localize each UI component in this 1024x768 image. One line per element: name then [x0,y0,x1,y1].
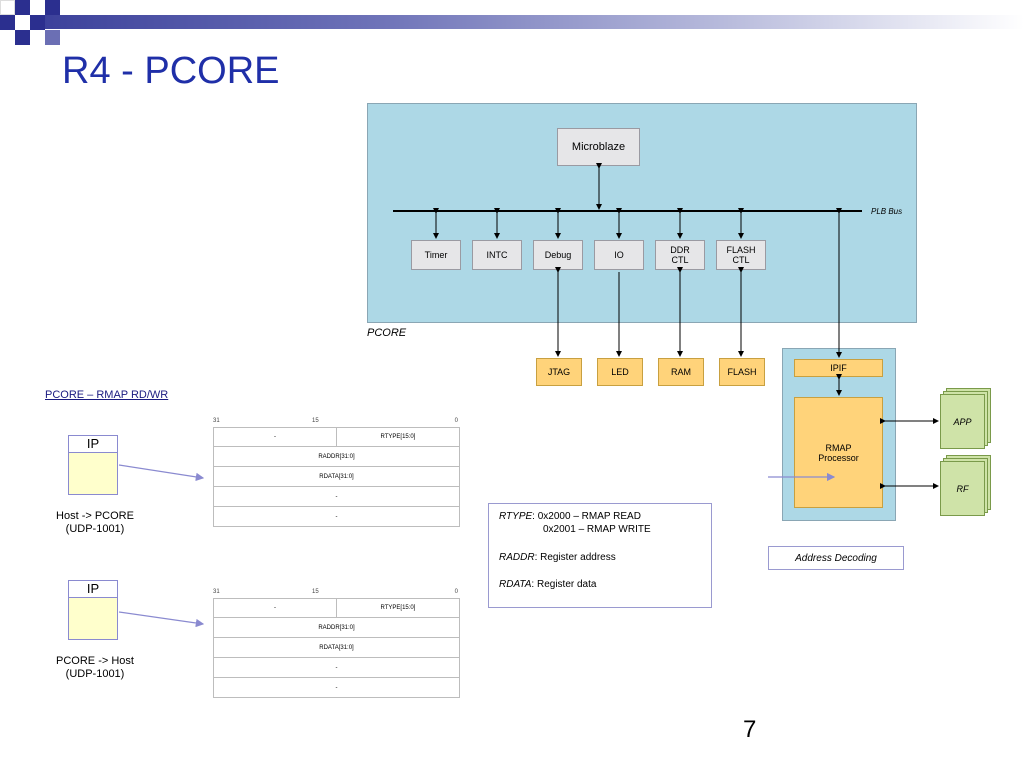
rf-label: RF [940,461,985,516]
packet-row-raddr: RADDR[31:0] [213,618,460,638]
legend-rdata-key: RDATA [499,579,532,590]
page-number: 7 [743,716,757,743]
packet-row-blank: - [213,487,460,507]
legend-rtype-value: : 0x2000 – RMAP READ [532,511,641,522]
legend-rtype-value-2: 0x2001 – RMAP WRITE [543,524,651,535]
packet-cell-rtype: RTYPE[15:0] [336,599,459,617]
peripheral-label: Debug [544,250,572,260]
packet-row-raddr: RADDR[31:0] [213,447,460,467]
external-jtag: JTAG [536,358,582,386]
address-decoding-box: Address Decoding [768,546,904,570]
bit-label-15: 15 [312,589,319,595]
peripheral-label: IO [614,250,624,260]
external-flash: FLASH [719,358,765,386]
external-label: LED [611,367,629,377]
legend-rtype-key: RTYPE [499,511,533,522]
packet-row-blank: - [213,658,460,678]
packet-row-blank-2: - [213,678,460,698]
pcore-packet-arrow [118,611,205,628]
microblaze-label: Microblaze [571,141,626,153]
host-to-pcore-caption: Host -> PCORE (UDP-1001) [40,510,150,536]
packet-format-pcore: 31 15 0 - RTYPE[15:0] RADDR[31:0] RDATA[… [213,589,460,698]
rmap-processor-label: RMAP [825,442,852,453]
slide-title: R4 - PCORE [62,50,280,92]
peripheral-label-2: CTL [671,255,689,265]
packet-row-rdata: RDATA[31:0] [213,467,460,487]
ipif-block: IPIF [794,359,883,377]
bit-label-31: 31 [213,418,220,424]
peripheral-timer: Timer [411,240,461,270]
caption-line-2: (UDP-1001) [65,668,125,680]
bit-label-0: 0 [454,418,458,424]
pcore-to-host-caption: PCORE -> Host (UDP-1001) [40,655,150,681]
bit-label-31: 31 [213,589,220,595]
microblaze-block: Microblaze [557,128,640,166]
packet-cell-rtype: RTYPE[15:0] [336,428,459,446]
rmap-rdwr-link[interactable]: PCORE – RMAP RD/WR [45,389,169,401]
bit-labels: 31 15 0 [213,589,460,598]
bit-label-15: 15 [312,418,319,424]
packet-row-header: - RTYPE[15:0] [213,598,460,618]
ip-label: IP [69,436,117,453]
bit-labels: 31 15 0 [213,418,460,427]
packet-row-rdata: RDATA[31:0] [213,638,460,658]
external-label: FLASH [727,367,757,377]
external-label: RAM [671,367,691,377]
ip-block-host: IP [68,435,118,495]
packet-row-blank-2: - [213,507,460,527]
caption-line: PCORE -> Host [56,655,134,667]
packet-format-host: 31 15 0 - RTYPE[15:0] RADDR[31:0] RDATA[… [213,418,460,527]
legend-rdata-value: : Register data [531,579,597,590]
legend-raddr-key: RADDR [499,552,535,563]
plb-bus-label: PLB Bus [871,207,903,216]
host-packet-arrow [118,464,205,482]
caption-line: Host -> PCORE [56,510,134,522]
peripheral-label: Timer [424,250,448,260]
app-label: APP [940,394,985,449]
external-ram: RAM [658,358,704,386]
packet-cell-reserved: - [274,605,276,611]
address-decoding-label: Address Decoding [795,552,877,564]
ipif-label: IPIF [830,363,847,373]
ip-block-pcore: IP [68,580,118,640]
packet-row-header: - RTYPE[15:0] [213,427,460,447]
peripheral-label-2: CTL [732,255,750,265]
peripheral-label: DDR [670,245,690,255]
caption-line-2: (UDP-1001) [65,523,125,535]
bit-label-0: 0 [454,589,458,595]
title-bar-decoration [30,15,1024,29]
field-legend: RTYPE: 0x2000 – RMAP READ 0x2001 – RMAP … [488,503,712,608]
legend-raddr-value: : Register address [534,552,616,563]
peripheral-intc: INTC [472,240,522,270]
peripheral-io: IO [594,240,644,270]
peripheral-label: INTC [486,250,508,260]
rmap-processor-label-2: Processor [818,452,859,463]
external-led: LED [597,358,643,386]
external-label: JTAG [547,367,571,377]
ip-label: IP [69,581,117,598]
pcore-container [367,103,917,323]
pcore-label: PCORE [367,327,407,339]
peripheral-label: FLASH [726,245,756,255]
packet-cell-reserved: - [274,434,276,440]
